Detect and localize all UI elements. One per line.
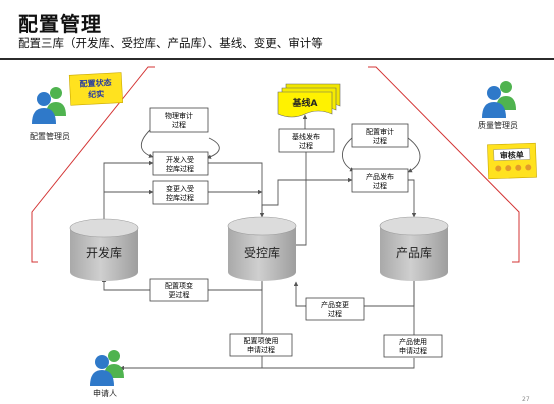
connectors	[101, 114, 421, 371]
process-line: 申请过程	[399, 346, 427, 355]
applicant-icon	[90, 350, 124, 386]
process-line: 产品发布	[366, 172, 394, 181]
right-red-bracket	[368, 66, 520, 263]
process-line: 开发入受	[166, 155, 194, 164]
page-number: 27	[522, 396, 530, 403]
process-line: 控库过程	[166, 193, 194, 202]
left-red-bracket	[31, 66, 155, 263]
audit-sheet-note: 审核单	[487, 142, 537, 180]
process-product-change: 产品变更 过程	[305, 297, 365, 321]
product-library-label: 产品库	[396, 245, 432, 260]
quality-manager-label: 质量管理员	[478, 120, 518, 130]
baseline-document-icon: 基线A	[277, 83, 341, 118]
process-line: 配置审计	[366, 127, 394, 136]
process-line: 过程	[328, 309, 342, 318]
process-line: 过程	[172, 120, 186, 129]
process-line: 物理审计	[165, 111, 193, 120]
title-divider	[0, 58, 554, 60]
controlled-library-cylinder: 受控库	[227, 216, 297, 281]
page-subtitle: 配置三库（开发库、受控库、产品库）、基线、变更、审计等	[18, 36, 323, 50]
process-change-in: 变更入受 控库过程	[152, 180, 209, 205]
baseline-label: 基线A	[292, 97, 318, 109]
dev-library-cylinder: 开发库	[69, 218, 139, 281]
config-manager-icon	[32, 87, 66, 124]
process-line: 产品变更	[321, 300, 349, 309]
process-product-use: 产品使用 申请过程	[383, 334, 443, 358]
page-title: 配置管理	[18, 12, 102, 36]
note-line: 纪实	[88, 89, 105, 100]
process-line: 配置项变	[165, 281, 193, 290]
process-config-audit: 配置审计 过程	[351, 123, 409, 148]
quality-manager-icon	[482, 81, 516, 118]
process-baseline-release: 基线发布 过程	[278, 128, 335, 153]
check-icon	[515, 164, 522, 171]
process-line: 变更入受	[166, 184, 194, 193]
process-product-release: 产品发布 过程	[351, 168, 409, 193]
dev-library-label: 开发库	[86, 245, 122, 260]
product-library-cylinder: 产品库	[379, 216, 449, 281]
note-line: 配置状态	[79, 77, 111, 89]
process-config-use: 配置项使用 申请过程	[229, 333, 293, 357]
process-line: 控库过程	[166, 164, 194, 173]
process-line: 过程	[299, 141, 313, 150]
check-icon	[525, 164, 532, 171]
applicant-label: 申请人	[93, 388, 117, 398]
process-config-change: 配置项变 更过程	[149, 278, 209, 302]
process-dev-in: 开发入受 控库过程	[152, 151, 209, 176]
process-line: 申请过程	[247, 345, 275, 354]
process-line: 基线发布	[292, 132, 320, 141]
check-icon	[505, 165, 512, 172]
process-physical-audit: 物理审计 过程	[149, 107, 209, 133]
process-line: 过程	[373, 136, 387, 145]
process-line: 更过程	[169, 290, 190, 299]
note-label: 审核单	[500, 150, 524, 161]
process-line: 配置项使用	[244, 336, 279, 345]
controlled-library-label: 受控库	[244, 245, 280, 260]
process-line: 产品使用	[399, 337, 427, 346]
process-line: 过程	[373, 181, 387, 190]
config-status-note: 配置状态 纪实	[68, 72, 124, 106]
config-manager-label: 配置管理员	[30, 131, 70, 141]
check-icon	[495, 165, 502, 172]
